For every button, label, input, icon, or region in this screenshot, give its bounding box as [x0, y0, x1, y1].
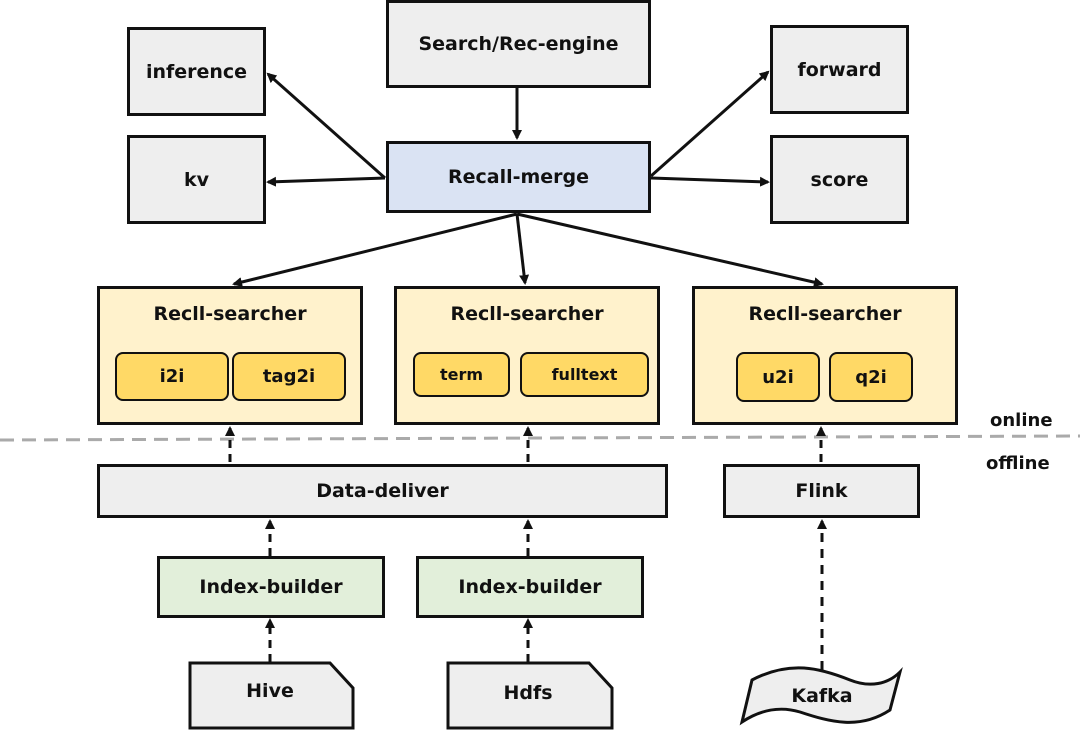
kafka-shape: [739, 666, 903, 726]
forward-box: forward: [770, 25, 909, 114]
flink-label: Flink: [795, 480, 848, 502]
hive-label: Hive: [246, 679, 294, 702]
offline-label: offline: [986, 453, 1050, 474]
index-builder-box-1: Index-builder: [157, 556, 385, 618]
data-deliver-box: Data-deliver: [97, 464, 668, 518]
kv-box: kv: [127, 135, 266, 224]
score-label: score: [810, 168, 869, 191]
index-builder-box-2: Index-builder: [416, 556, 644, 618]
inference-box: inference: [127, 27, 266, 116]
kafka-label: Kafka: [791, 685, 853, 707]
hive-shape: [188, 661, 355, 730]
search-rec-engine-box: Search/Rec-engine: [386, 0, 651, 88]
recall-merge-label: Recall-merge: [447, 166, 590, 188]
searcher-panel-3: Recll-searcher u2i q2i: [692, 286, 958, 425]
online-offline-divider: [0, 434, 1080, 442]
score-box: score: [770, 135, 909, 224]
searcher-title-2: Recll-searcher: [450, 303, 604, 325]
searcher-title-3: Recll-searcher: [748, 303, 902, 325]
chip-fulltext: fulltext: [520, 352, 649, 397]
arrow-merge-to-inference: [266, 72, 386, 180]
chip-u2i: u2i: [736, 352, 820, 402]
kv-label: kv: [183, 168, 210, 191]
arrow-merge-to-searcher-3: [516, 212, 824, 288]
chip-i2i: i2i: [115, 352, 229, 401]
inference-label: inference: [145, 60, 248, 83]
arrow-merge-to-searcher-1: [232, 212, 518, 287]
arrow-merge-to-score: [650, 176, 770, 187]
arrow-merge-to-kv: [266, 176, 386, 187]
arrow-merge-to-searcher-2: [515, 213, 530, 285]
chip-tag2i: tag2i: [232, 352, 346, 401]
flink-box: Flink: [723, 464, 920, 518]
recall-merge-box: Recall-merge: [386, 141, 651, 213]
data-deliver-label: Data-deliver: [316, 480, 449, 502]
search-rec-engine-label: Search/Rec-engine: [418, 33, 619, 55]
hdfs-label: Hdfs: [503, 682, 553, 704]
searcher-panel-1: Recll-searcher i2i tag2i: [97, 286, 363, 425]
arrow-merge-to-forward: [650, 70, 770, 178]
searcher-title-1: Recll-searcher: [153, 303, 307, 325]
chip-term: term: [413, 352, 510, 397]
searcher-panel-2: Recll-searcher term fulltext: [394, 286, 660, 425]
online-label: online: [990, 410, 1053, 431]
index-builder-label-2: Index-builder: [458, 576, 602, 598]
index-builder-label-1: Index-builder: [199, 576, 343, 598]
forward-label: forward: [797, 58, 882, 81]
hdfs-shape: [446, 661, 614, 730]
chip-q2i: q2i: [829, 352, 913, 402]
